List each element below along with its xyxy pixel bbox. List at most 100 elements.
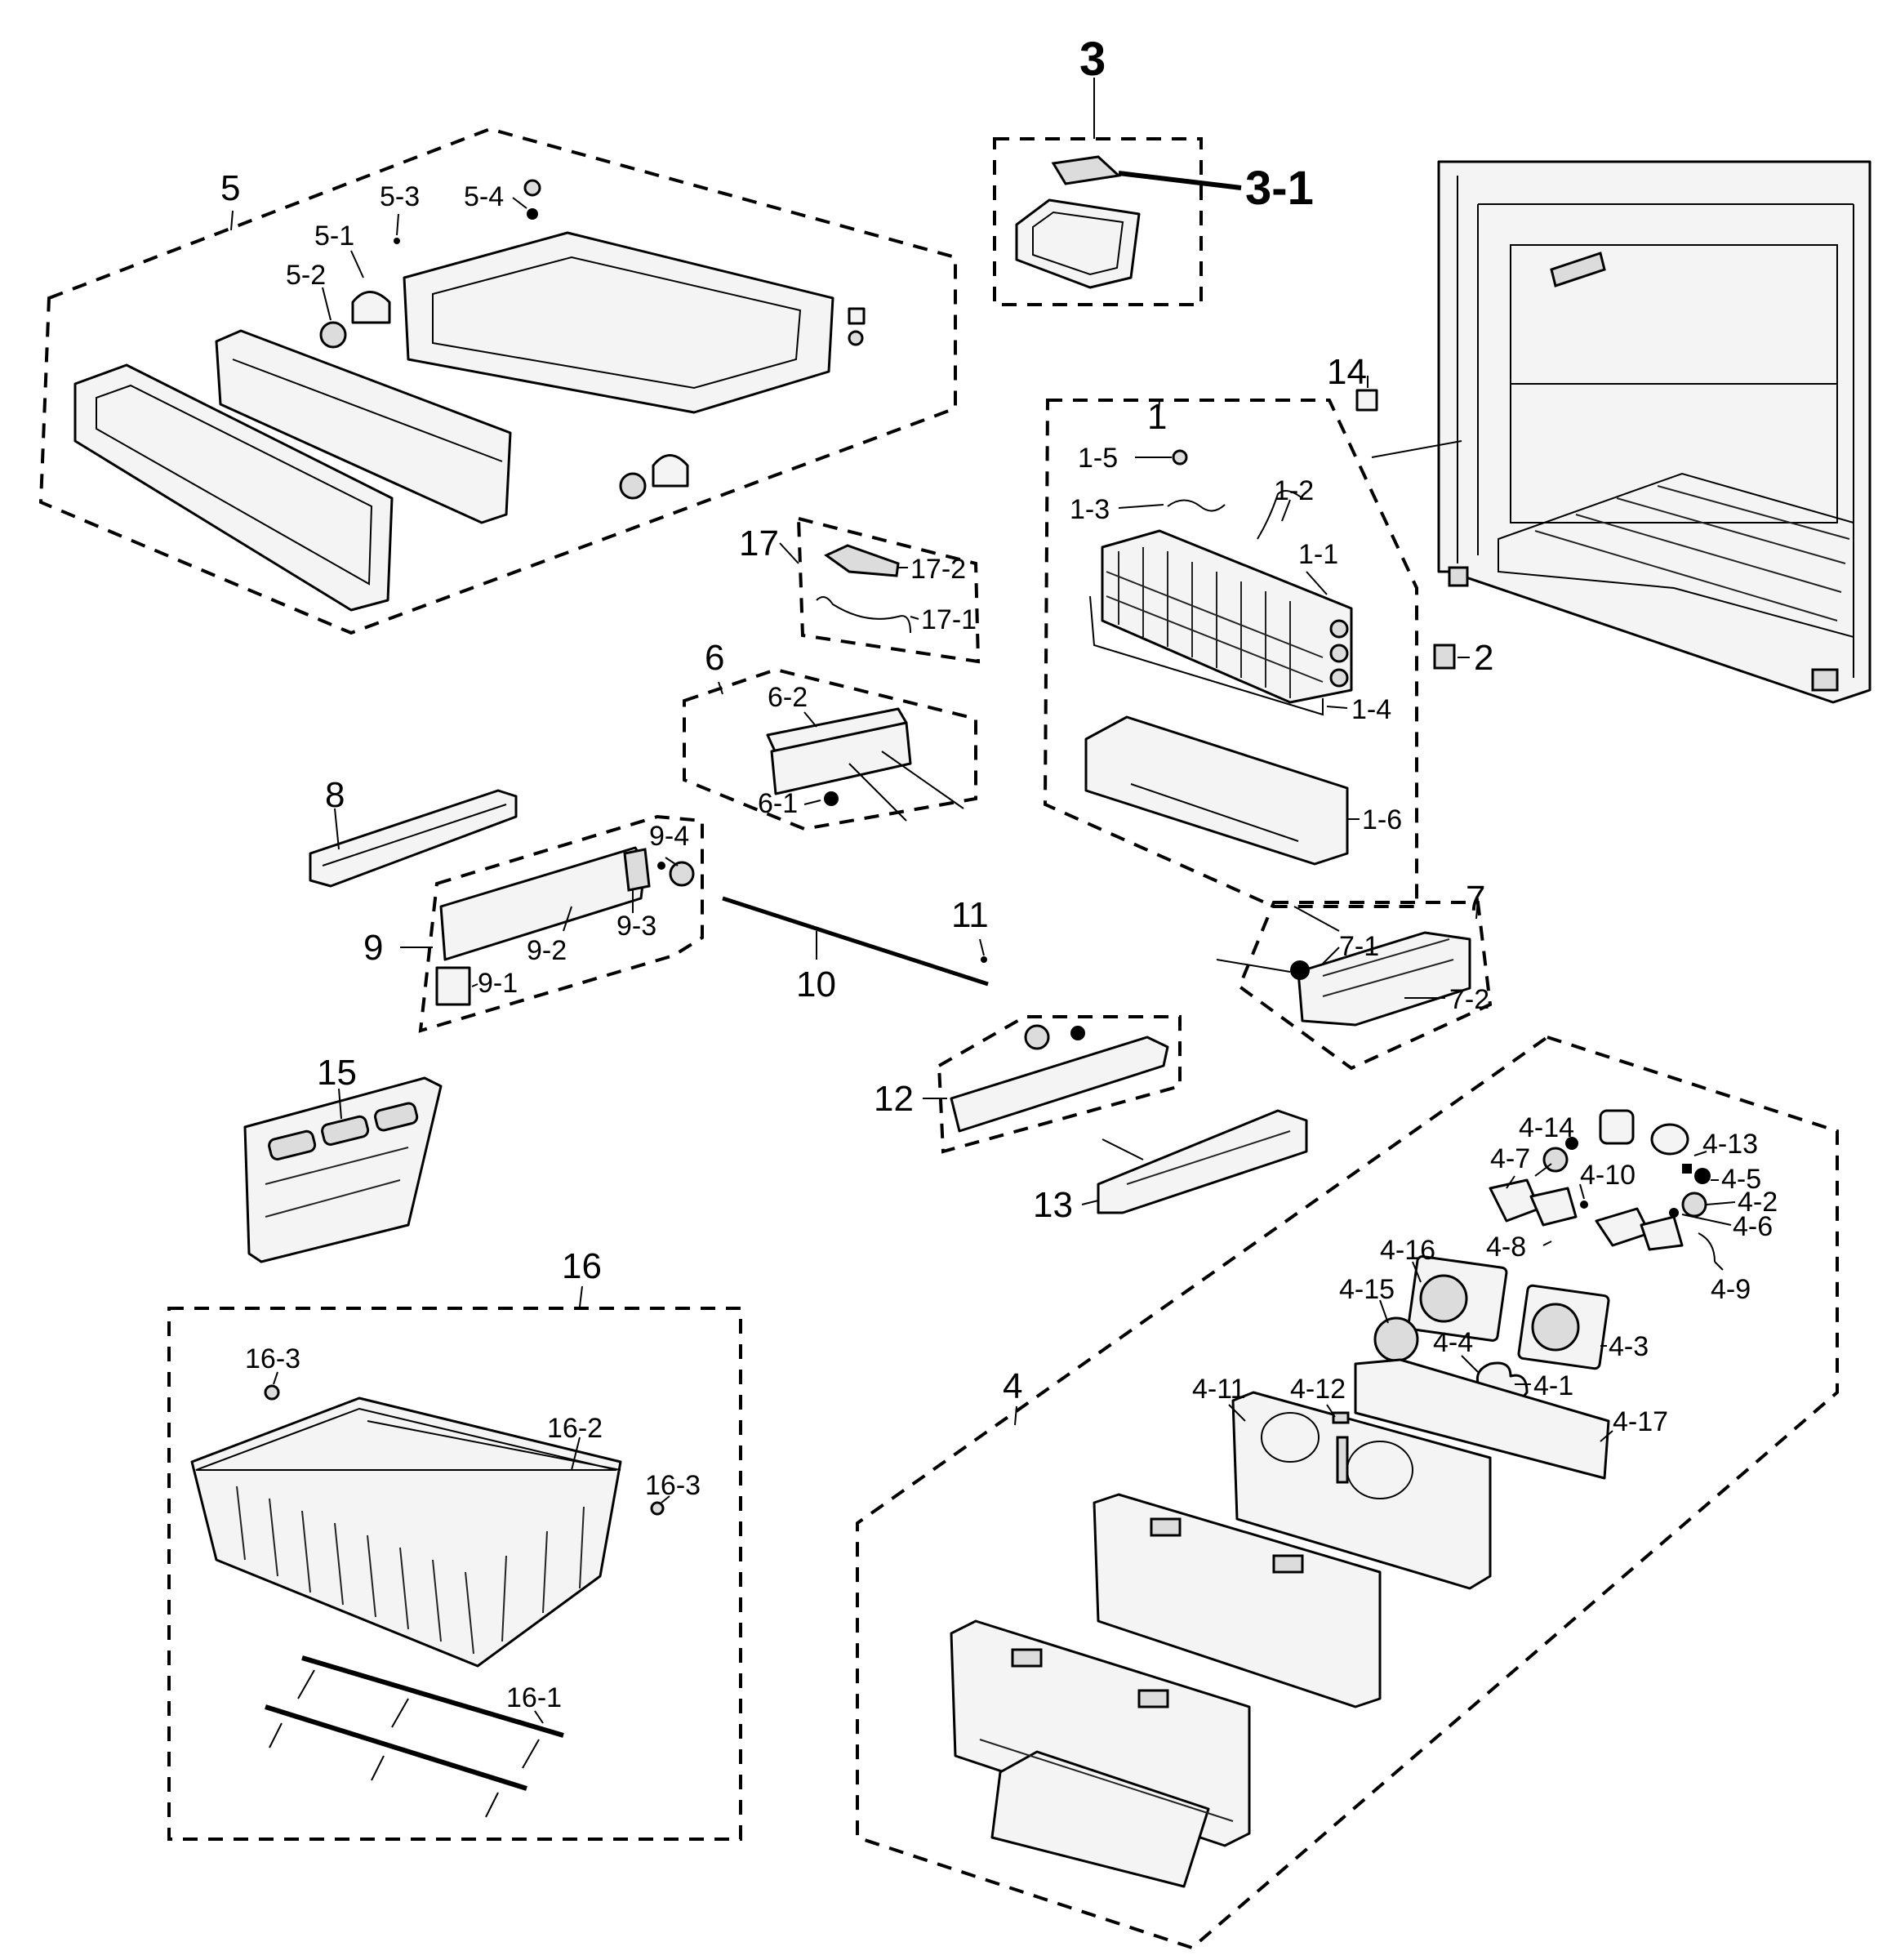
label-1-1: 1-1	[1298, 539, 1338, 570]
drawer-cover-frame	[215, 329, 512, 524]
part-3-1-plate	[1051, 155, 1122, 185]
cover-channel	[1336, 1436, 1349, 1484]
part-4-9-wire	[1698, 1232, 1716, 1263]
label-9-3: 9-3	[616, 911, 656, 942]
duct-front-panel	[950, 1619, 1251, 1847]
part-11-screw-head	[981, 956, 987, 963]
group-6-boundary	[683, 667, 977, 831]
part-4-7-bracket-b	[1529, 1187, 1578, 1227]
label-4-9: 4-9	[1711, 1274, 1751, 1305]
label-16-3-right: 16-3	[645, 1470, 701, 1501]
part-4-2-motor	[1681, 1192, 1707, 1218]
label-1-4: 1-4	[1351, 694, 1391, 725]
group-5-drawer-assembly: 5 5-1 5-2 5-3 5-4	[38, 127, 957, 635]
leader-4-15	[1379, 1299, 1389, 1324]
drawer-front-panel	[73, 363, 394, 612]
group-12-boundary	[937, 1015, 1182, 1154]
label-4-8: 4-8	[1486, 1232, 1526, 1263]
label-4-7: 4-7	[1490, 1143, 1530, 1174]
leader-16	[579, 1285, 583, 1307]
label-4-5: 4-5	[1721, 1164, 1761, 1195]
part-6-1-cap	[824, 791, 839, 806]
label-4-2: 4-2	[1738, 1187, 1778, 1218]
leader-14-cabinet	[1371, 440, 1462, 458]
leader-4-11	[1228, 1404, 1246, 1422]
group-16-basket-assembly: 16 16-3 16-2 16-3 16-1	[167, 1246, 742, 1841]
part-8-rail-edge	[322, 804, 507, 866]
part-4-11-cover	[1231, 1391, 1492, 1590]
part-4-12-clip	[1332, 1411, 1350, 1424]
label-3-1: 3-1	[1245, 162, 1314, 215]
part-4-15-motor	[1373, 1316, 1419, 1362]
label-16-2: 16-2	[547, 1413, 603, 1444]
label-15: 15	[317, 1053, 357, 1093]
evaporator-pipe-3	[1329, 668, 1349, 688]
leader-9-2	[563, 906, 572, 932]
label-4-4: 4-4	[1433, 1327, 1473, 1358]
part-4-6-nut	[1669, 1208, 1679, 1218]
label-5-2: 5-2	[286, 260, 326, 291]
part-6-screw-line-2	[881, 751, 964, 809]
part-16-1-rail-upper	[301, 1655, 564, 1738]
group-1-evaporator-assembly: 1 1-5 1-3 1-2 1-1 1-4 1-6	[1043, 397, 1418, 908]
front-panel-feet	[979, 1739, 1234, 1822]
part-17-1-wire	[816, 596, 911, 634]
rail-screw-6	[485, 1792, 499, 1818]
label-16: 16	[562, 1246, 602, 1286]
leader-1-3	[1118, 504, 1164, 509]
leader-6-1	[803, 800, 821, 805]
cabinet-inner-back	[1510, 244, 1838, 523]
cabinet-floor-rib-4	[1657, 485, 1850, 540]
label-5-1: 5-1	[314, 220, 354, 252]
label-4-15: 4-15	[1339, 1274, 1395, 1305]
part-2-block	[1433, 644, 1456, 670]
drawer-bin-inner	[432, 256, 802, 390]
label-16-1: 16-1	[506, 1682, 562, 1713]
leader-16-1	[534, 1710, 544, 1724]
leader-11	[979, 938, 985, 956]
rail-screw-4	[269, 1722, 283, 1748]
leader-7-1	[1322, 947, 1340, 964]
label-4-16: 4-16	[1380, 1235, 1435, 1266]
part-9-1-block	[435, 966, 471, 1006]
part-4-16-fan-ring	[1419, 1274, 1468, 1323]
part-5-3-screw	[394, 238, 400, 244]
part-9-3-bracket	[623, 848, 651, 892]
label-8: 8	[325, 775, 345, 815]
rail-screw-3	[522, 1739, 540, 1769]
part-7-screw-line-2	[1293, 906, 1340, 932]
duct-back-panel	[1093, 1493, 1382, 1708]
part-10-rod: 10	[722, 896, 989, 1004]
label-7-1: 7-1	[1339, 931, 1379, 962]
drawer-bin	[403, 231, 834, 414]
basket-rim	[195, 1407, 617, 1471]
label-5: 5	[220, 168, 240, 208]
label-4-6: 4-6	[1733, 1211, 1773, 1242]
label-1-2: 1-2	[1274, 475, 1314, 506]
label-1-3: 1-3	[1070, 494, 1110, 525]
leader-5-1	[350, 250, 364, 278]
leader-6-2	[803, 711, 817, 728]
part-4-bracket-right-b	[1640, 1215, 1684, 1251]
rail-screw-1	[297, 1669, 315, 1699]
label-13: 13	[1033, 1185, 1073, 1225]
leader-3-1	[1118, 171, 1242, 190]
drawer-roller-lower	[619, 472, 647, 500]
part-15-slot-1	[268, 1129, 317, 1160]
part-5-4-nut	[527, 208, 538, 220]
label-6-1: 6-1	[758, 788, 798, 819]
part-11-screw: 11	[951, 895, 989, 963]
leader-4-4	[1461, 1355, 1479, 1373]
group-12-assembly: 12	[874, 1015, 1182, 1154]
part-12-motor	[1024, 1024, 1050, 1050]
part-4-5-cap	[1694, 1168, 1711, 1184]
part-12-knob	[1070, 1026, 1085, 1040]
leader-1-2	[1281, 499, 1291, 522]
cabinet-floor	[1498, 472, 1854, 639]
part-15-slot-3	[374, 1102, 419, 1132]
leader-17	[779, 542, 799, 564]
part-13-rib	[1126, 1130, 1291, 1185]
drawer-front-panel-inner	[96, 384, 373, 586]
cabinet-rail-left	[1550, 252, 1606, 287]
grille-line-1	[1322, 938, 1450, 977]
